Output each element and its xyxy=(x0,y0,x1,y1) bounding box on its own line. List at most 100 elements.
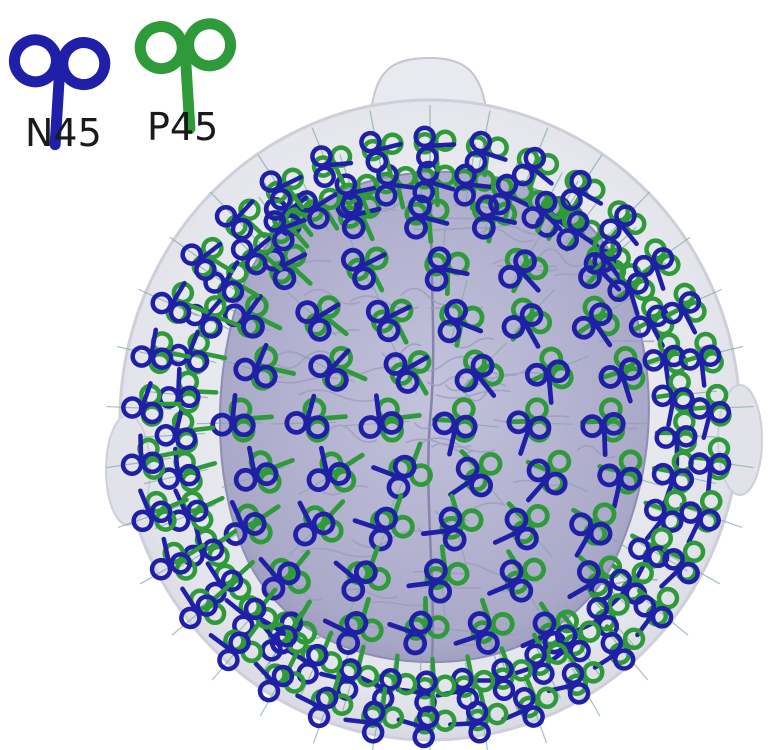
coil-n45 xyxy=(525,458,568,503)
gyrus-line xyxy=(576,444,617,459)
gyrus-line xyxy=(299,547,376,558)
gyrus-line xyxy=(315,633,373,645)
coil-n45 xyxy=(258,556,301,601)
gyrus-line xyxy=(538,248,584,268)
gyrus-line xyxy=(435,389,511,399)
coil-n45 xyxy=(471,194,518,240)
coil-n45 xyxy=(448,456,493,498)
coil-n45 xyxy=(306,445,352,492)
coil-n45 xyxy=(406,558,453,604)
coil-array xyxy=(106,105,754,750)
gyrus-line xyxy=(512,479,562,487)
coil-normal-line xyxy=(637,593,689,636)
legend-label-p45: P45 xyxy=(147,105,218,149)
coil-n45 xyxy=(644,498,684,541)
coil-n45 xyxy=(453,611,500,655)
coil-n45 xyxy=(371,454,417,500)
coil-n45 xyxy=(420,506,467,552)
coil-n45 xyxy=(322,611,369,655)
coil-n45 xyxy=(661,291,702,335)
gyrus-line xyxy=(418,437,496,453)
coil-n45 xyxy=(230,235,273,276)
gyrus-line xyxy=(340,588,398,599)
coil-normal-line xyxy=(680,505,743,528)
coil-n45 xyxy=(678,344,722,388)
coil-n45 xyxy=(524,359,571,405)
coil-n45 xyxy=(120,433,164,476)
coil-n45 xyxy=(131,488,173,533)
coil-n45 xyxy=(233,445,279,492)
coil-n45 xyxy=(688,452,732,495)
coil-n45 xyxy=(179,586,219,630)
gyrus-line xyxy=(298,389,377,402)
coil-n45 xyxy=(253,661,295,703)
coil-n45 xyxy=(130,327,174,370)
coil-n45 xyxy=(149,536,192,581)
coil-n45 xyxy=(383,352,430,394)
coil-n45 xyxy=(365,299,412,343)
coil-n45 xyxy=(352,506,399,552)
coil-n45 xyxy=(413,125,457,169)
coil-n45 xyxy=(464,130,508,174)
coil-n45 xyxy=(511,146,554,187)
coil-n45 xyxy=(223,499,267,546)
coil-n45 xyxy=(310,145,354,188)
coil-n45 xyxy=(679,501,721,545)
coil-n45 xyxy=(258,620,298,662)
coil-n45 xyxy=(180,241,223,282)
coil-n45 xyxy=(154,407,198,450)
legend-label-n45: N45 xyxy=(25,111,102,155)
coil-n45 xyxy=(121,381,164,425)
coil-n45 xyxy=(334,173,379,216)
coil-n45 xyxy=(233,342,278,389)
coil-n45 xyxy=(424,246,470,292)
coil-n45 xyxy=(308,348,351,392)
coil-n45 xyxy=(599,204,639,247)
coil-n45 xyxy=(571,302,613,348)
coil-n45 xyxy=(295,300,341,342)
coil-n45 xyxy=(437,298,484,344)
coil-n45 xyxy=(387,610,433,656)
gyrus-line xyxy=(326,424,378,443)
coil-n45 xyxy=(259,170,304,211)
coil-n45 xyxy=(598,357,643,404)
coil-n45 xyxy=(632,247,675,291)
gyrus-line xyxy=(273,350,331,370)
coil-n45 xyxy=(343,700,386,744)
coil-n45 xyxy=(583,238,623,282)
coil-n45 xyxy=(506,410,552,456)
coil-n45 xyxy=(210,393,256,438)
coil-n45 xyxy=(487,559,534,603)
coil-n45 xyxy=(333,560,378,602)
coil-n45 xyxy=(651,384,695,428)
coil-n45 xyxy=(358,393,404,439)
coil-n45 xyxy=(498,249,541,293)
coil-n45 xyxy=(580,411,626,457)
coil-n45 xyxy=(501,303,544,349)
coil-n45 xyxy=(359,130,403,173)
nose-outline xyxy=(370,56,488,110)
coil-normal-line xyxy=(663,551,721,585)
gyrus-line xyxy=(465,382,507,402)
coil-n45 xyxy=(597,463,643,509)
coil-n45 xyxy=(222,293,265,339)
coil-n45 xyxy=(688,397,732,440)
coil-n45 xyxy=(521,190,563,232)
legend-item-n45: N45 xyxy=(8,34,111,155)
figure-eight-coil-icon xyxy=(8,34,111,151)
coil-n45 xyxy=(340,247,387,291)
coil-n45 xyxy=(214,199,255,241)
coil-n45 xyxy=(150,280,192,324)
coil-n45 xyxy=(263,210,308,252)
coil-n45 xyxy=(560,169,604,211)
legend: N45 P45 xyxy=(8,18,237,155)
coil-n45 xyxy=(432,411,478,457)
legend-item-p45: P45 xyxy=(134,18,237,149)
coil-n45 xyxy=(295,686,339,729)
figure-eight-coil-icon xyxy=(134,18,237,135)
coil-normal-line xyxy=(528,464,588,493)
coil-normal-line xyxy=(573,512,629,550)
coil-n45 xyxy=(492,507,539,551)
coil-n45 xyxy=(659,548,700,589)
